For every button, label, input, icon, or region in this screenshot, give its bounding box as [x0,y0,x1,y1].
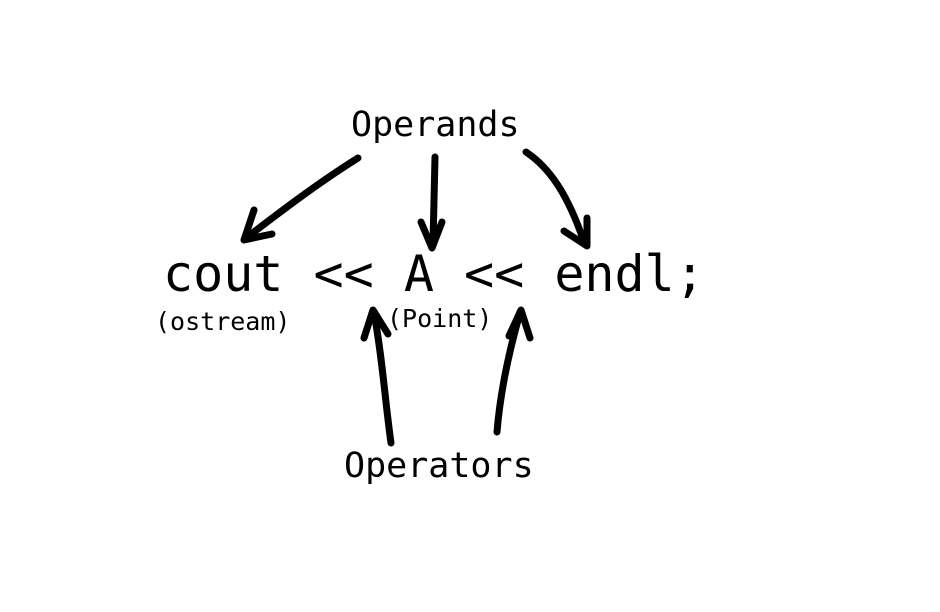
arrow-operands-to-endl [522,148,591,250]
arrow-operators-to-second-shift-operator [493,306,534,436]
arrow-operators-to-first-shift-operator [360,306,395,447]
a-type-annotation: (Point) [387,304,493,333]
operators-label: Operators [344,446,534,486]
arrow-operands-to-cout [240,154,362,244]
operands-label: Operands [351,105,520,145]
code-expression: cout << A << endl; [163,245,705,303]
arrow-operands-to-a [417,153,446,252]
cout-type-annotation: (ostream) [155,307,291,336]
